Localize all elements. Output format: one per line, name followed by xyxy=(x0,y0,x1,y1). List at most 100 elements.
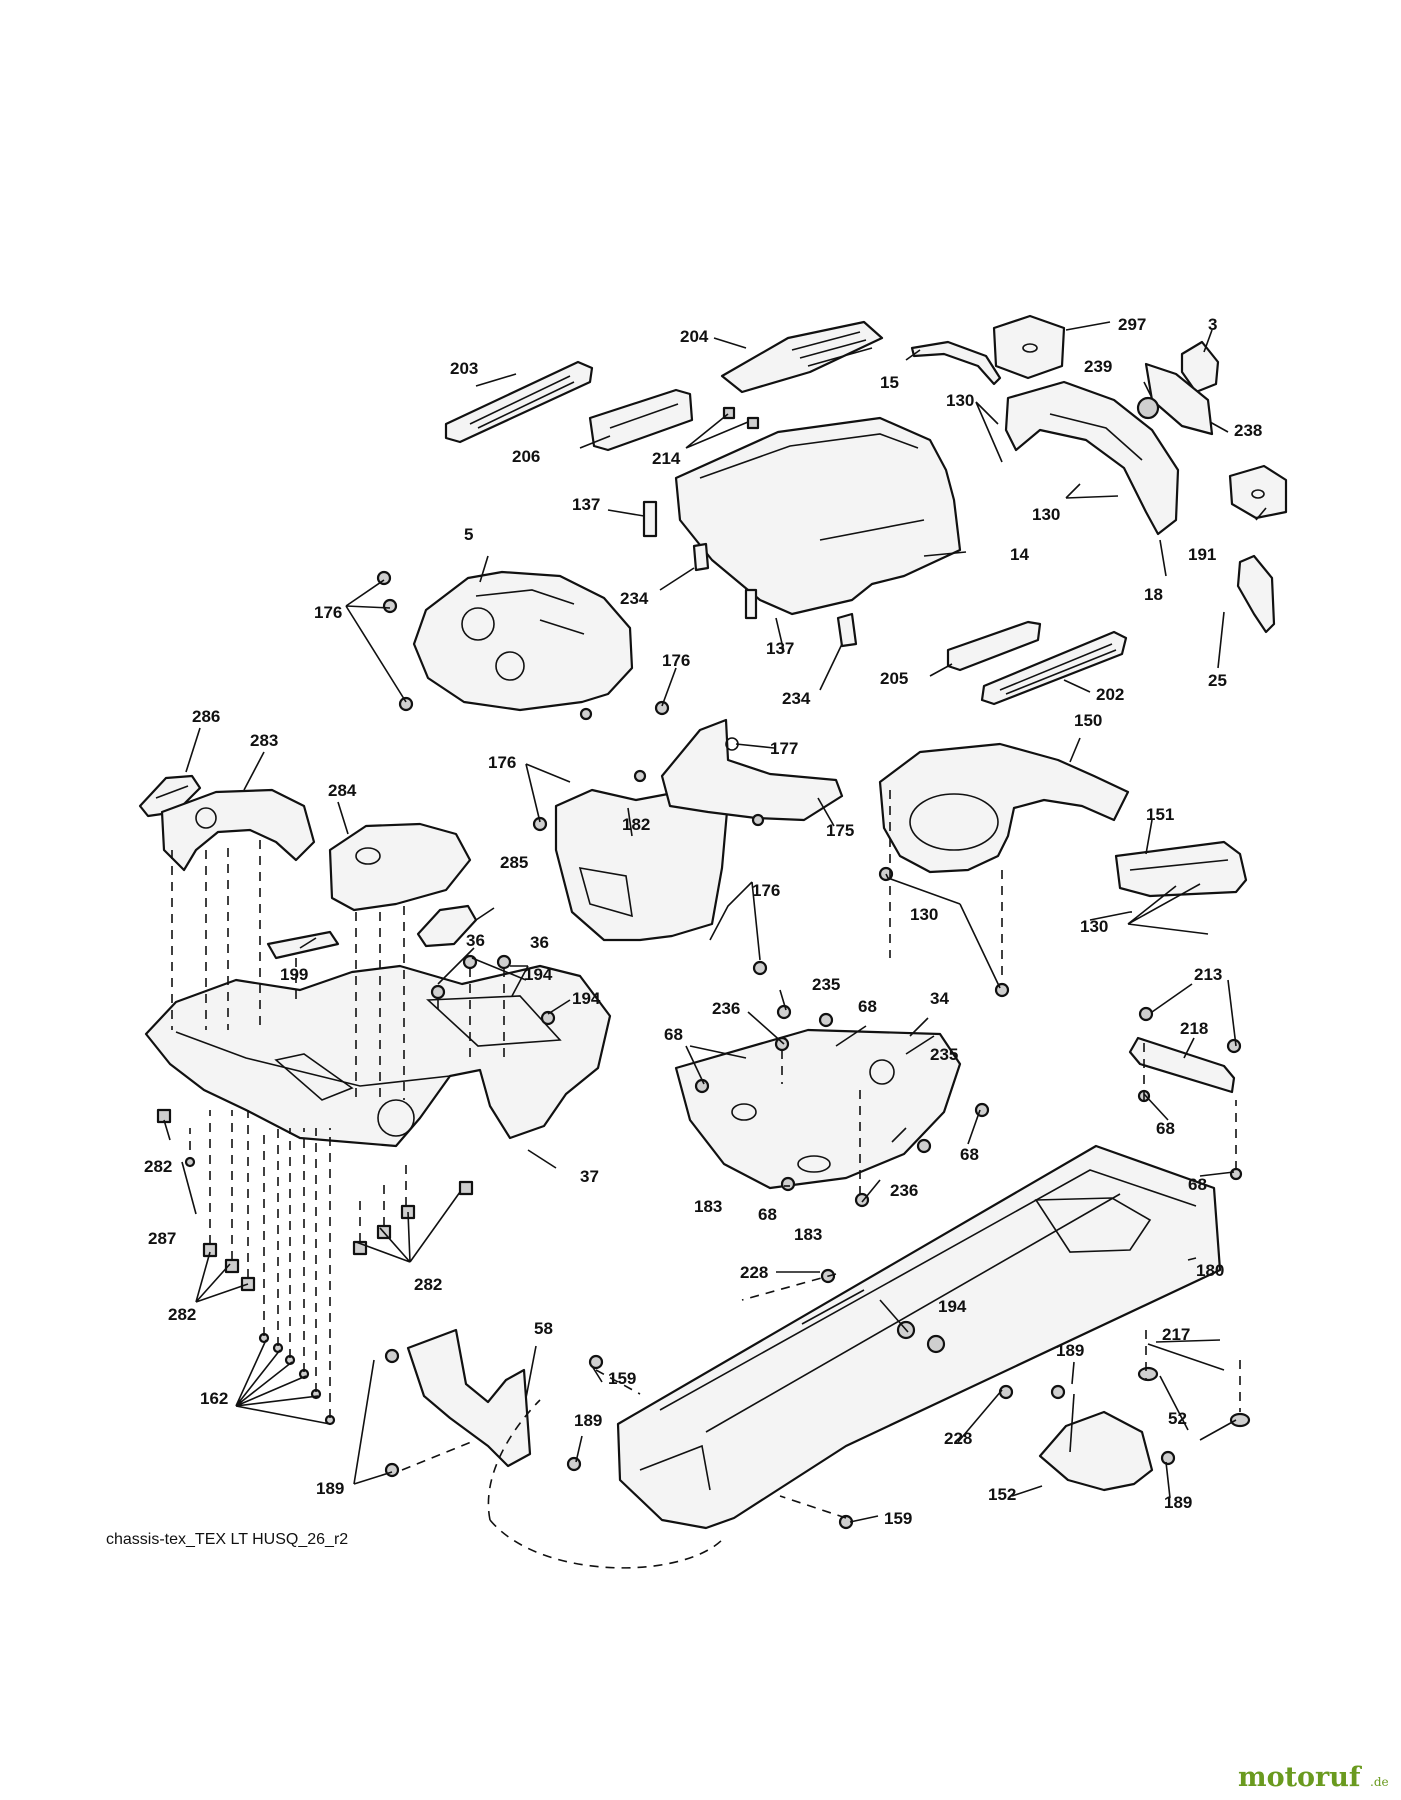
part-234-pad xyxy=(836,612,858,648)
callout-286: 286 xyxy=(192,707,220,726)
part-218-bracket xyxy=(1128,1036,1236,1094)
callout-182: 182 xyxy=(622,815,650,834)
callout-183-left: 183 xyxy=(694,1197,722,1216)
callout-177: 177 xyxy=(770,739,798,758)
callout-189-right: 189 xyxy=(1164,1493,1192,1512)
callout-68-plate-bottom: 68 xyxy=(758,1205,777,1224)
callout-234-right: 234 xyxy=(782,689,811,708)
callout-189-bracket: 189 xyxy=(574,1411,602,1430)
callout-36-left: 36 xyxy=(466,931,485,950)
callout-283: 283 xyxy=(250,731,278,750)
callout-176-right: 176 xyxy=(662,651,690,670)
callout-15: 15 xyxy=(880,373,899,392)
part-34-mounting-plate xyxy=(674,1028,962,1190)
callouts: 297 3 204 203 15 239 130 238 206 214 137… xyxy=(144,315,1262,1528)
callout-180: 180 xyxy=(1196,1261,1224,1280)
part-182-lower-dash xyxy=(554,786,730,942)
callout-189-center: 189 xyxy=(1056,1341,1084,1360)
part-137-tube xyxy=(744,588,758,620)
part-203-side-grille xyxy=(444,360,594,444)
callout-217: 217 xyxy=(1162,1325,1190,1344)
part-137-tube xyxy=(642,500,658,538)
callout-284: 284 xyxy=(328,781,357,800)
callout-34: 34 xyxy=(930,989,949,1008)
brand-name: motoruf xyxy=(1238,1762,1363,1793)
part-217-rod xyxy=(1137,1343,1251,1428)
callout-213: 213 xyxy=(1194,965,1222,984)
part-234-pad xyxy=(692,542,710,572)
callout-218: 218 xyxy=(1180,1019,1208,1038)
callout-191: 191 xyxy=(1188,545,1216,564)
callout-204: 204 xyxy=(680,327,709,346)
callout-206: 206 xyxy=(512,447,540,466)
callout-194-mid: 194 xyxy=(572,989,601,1008)
callout-214: 214 xyxy=(652,449,681,468)
callout-236-bottom: 236 xyxy=(890,1181,918,1200)
callout-137-top: 137 xyxy=(572,495,600,514)
part-191-cap xyxy=(1228,464,1288,520)
drawing-reference: chassis-tex_TEX LT HUSQ_26_r2 xyxy=(106,1531,348,1548)
part-14-hood xyxy=(674,416,962,616)
part-180-frame xyxy=(616,1144,1222,1530)
callout-183-bottom: 183 xyxy=(794,1225,822,1244)
callout-130-shroud: 130 xyxy=(910,905,938,924)
part-3-cap-piece xyxy=(1180,340,1220,394)
callout-52: 52 xyxy=(1168,1409,1187,1428)
alignment-lines xyxy=(171,790,1241,1569)
callout-202: 202 xyxy=(1096,685,1124,704)
callout-37: 37 xyxy=(580,1167,599,1186)
callout-176-lower: 176 xyxy=(752,881,780,900)
callout-235-right: 235 xyxy=(930,1045,958,1064)
part-205-grille-frame xyxy=(946,620,1042,672)
callout-199: 199 xyxy=(280,965,308,984)
part-214-clip xyxy=(722,406,736,420)
callout-159-bottom: 159 xyxy=(884,1509,912,1528)
callout-205: 205 xyxy=(880,669,908,688)
part-152-cover xyxy=(1038,1410,1154,1492)
leader-lines xyxy=(163,321,1267,1523)
callout-68-plate-left: 68 xyxy=(664,1025,683,1044)
part-202-grille xyxy=(980,630,1128,706)
callout-228-bottom: 228 xyxy=(944,1429,972,1448)
callout-194-frame: 194 xyxy=(938,1297,967,1316)
callout-130-top: 130 xyxy=(946,391,974,410)
callout-152: 152 xyxy=(988,1485,1016,1504)
callout-159-top: 159 xyxy=(608,1369,636,1388)
part-239-emblem xyxy=(1136,396,1160,420)
callout-236-top: 236 xyxy=(712,999,740,1018)
callout-25: 25 xyxy=(1208,671,1227,690)
callout-175: 175 xyxy=(826,821,854,840)
callout-297: 297 xyxy=(1118,315,1146,334)
callout-18: 18 xyxy=(1144,585,1163,604)
callout-238: 238 xyxy=(1234,421,1262,440)
callout-130-bracket: 130 xyxy=(1080,917,1108,936)
callout-194-top: 194 xyxy=(524,965,553,984)
callout-282-center: 282 xyxy=(414,1275,442,1294)
callout-5: 5 xyxy=(464,525,473,544)
part-18-front-panel xyxy=(1004,380,1180,536)
callout-228-top: 228 xyxy=(740,1263,768,1282)
callout-68-plate-right: 68 xyxy=(960,1145,979,1164)
callout-162: 162 xyxy=(200,1389,228,1408)
part-284-console xyxy=(328,822,472,912)
callout-137-bottom: 137 xyxy=(766,639,794,658)
part-199-plate xyxy=(266,930,340,960)
callout-36-right: 36 xyxy=(530,933,549,952)
part-214-clip xyxy=(746,416,760,430)
part-206-bracket xyxy=(588,388,694,452)
part-5-dash-panel xyxy=(412,570,634,712)
hardware xyxy=(156,570,1243,1530)
part-151-bracket xyxy=(1114,840,1248,898)
part-283-fender-cover xyxy=(160,788,316,872)
callout-151: 151 xyxy=(1146,805,1174,824)
part-58-bracket xyxy=(406,1328,532,1468)
part-15-strip xyxy=(910,340,1002,386)
callout-176-left: 176 xyxy=(314,603,342,622)
callout-235-top: 235 xyxy=(812,975,840,994)
callout-130-right: 130 xyxy=(1032,505,1060,524)
callout-203: 203 xyxy=(450,359,478,378)
callout-68-bracket: 68 xyxy=(1156,1119,1175,1138)
part-204-air-intake xyxy=(720,320,884,394)
callout-176-center: 176 xyxy=(488,753,516,772)
